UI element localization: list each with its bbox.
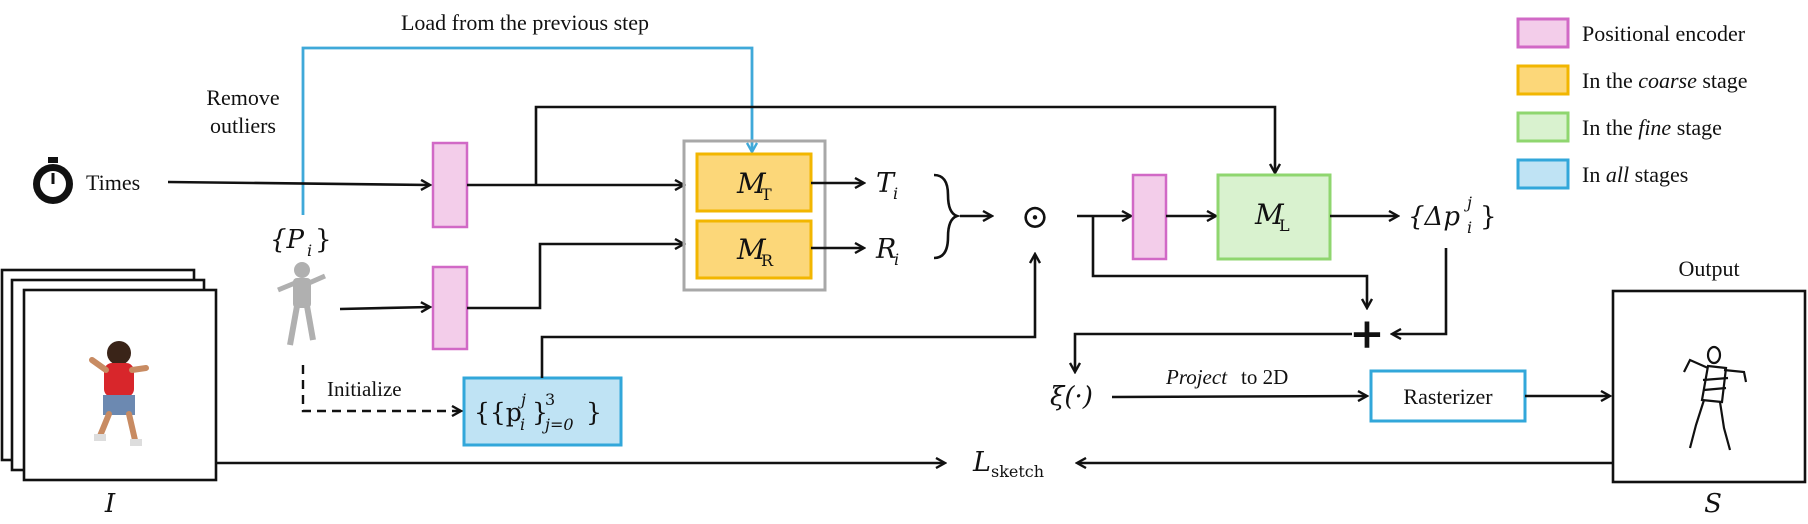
plus-to-xi-connector xyxy=(1075,332,1352,372)
control-points-sub: i xyxy=(520,415,525,434)
output-frame xyxy=(1611,289,1807,484)
input-frames-stack xyxy=(0,268,218,482)
legend-label-0: Positional encoder xyxy=(1582,21,1746,46)
ti-label: T xyxy=(876,168,896,199)
output-symbol: S xyxy=(1704,489,1722,519)
encoder-to-mt-connector xyxy=(467,105,1275,185)
load-previous-step-connector xyxy=(301,46,752,215)
mr-sub: R xyxy=(761,251,774,270)
project-italic: Project xyxy=(1165,365,1228,389)
mr-network-box: M R xyxy=(695,219,813,280)
odot-operator: ⊙ xyxy=(1021,197,1050,237)
legend-swatch-0 xyxy=(1516,17,1570,49)
delta-to-plus-connector xyxy=(1392,248,1448,334)
points-set-label: {P i } xyxy=(270,225,332,260)
output-title: Output xyxy=(1678,256,1739,281)
legend-label-2: In the fine stage xyxy=(1582,115,1722,140)
boy-photo-stack xyxy=(89,341,149,446)
points-close-brace: } xyxy=(315,225,332,255)
stick-figure-sketch xyxy=(1683,345,1748,451)
mt-network-box: M T xyxy=(695,152,813,213)
ti-sub: i xyxy=(893,184,898,203)
rasterizer-label: Rasterizer xyxy=(1403,384,1493,409)
delta-close: } xyxy=(1480,202,1497,232)
control-points-box: {{p j i } 3 j=0 } xyxy=(462,376,623,447)
input-symbol: I xyxy=(104,489,116,519)
plus-operator: + xyxy=(1349,309,1384,358)
legend-swatch-3 xyxy=(1516,158,1570,190)
ml-label: M xyxy=(1254,198,1285,231)
delta-output: {Δp j i } xyxy=(1408,193,1497,237)
delta-sub: i xyxy=(1467,218,1472,237)
legend: Positional encoder In the coarse stage In … xyxy=(1516,17,1748,190)
ri-label: R xyxy=(875,234,896,265)
project-label: Project to 2D xyxy=(1165,365,1288,389)
encoder-to-mr-connector xyxy=(467,244,684,310)
pointcloud-to-encoder-connector xyxy=(339,307,430,309)
project-rest: to 2D xyxy=(1241,365,1288,389)
control-points-to-odot-connector xyxy=(540,254,1035,378)
stopwatch-icon xyxy=(33,157,73,204)
times-to-encoder-connector xyxy=(167,182,430,185)
load-previous-label: Load from the previous step xyxy=(401,10,649,35)
control-points-range-sup: 3 xyxy=(545,390,555,409)
xi-to-rasterizer-connector xyxy=(1111,396,1367,397)
mt-label: M xyxy=(736,167,767,200)
control-points-close: } xyxy=(532,398,548,427)
point-cloud-figure xyxy=(277,262,327,346)
legend-swatch-2 xyxy=(1516,111,1570,143)
control-points-outer-close: } xyxy=(586,398,602,427)
initialize-label: Initialize xyxy=(327,377,402,401)
loss-sub: sketch xyxy=(991,462,1044,481)
legend-label-3: In all stages xyxy=(1582,162,1688,187)
mt-sub: T xyxy=(761,185,772,204)
legend-label-1: In the coarse stage xyxy=(1582,68,1748,93)
ti-output: T i xyxy=(876,168,898,203)
mr-label: M xyxy=(736,233,767,266)
remove-outliers-label-1: Remove xyxy=(206,85,279,110)
delta-sup: j xyxy=(1464,193,1472,212)
points-label: {P xyxy=(270,225,305,255)
coarse-stage-group xyxy=(682,139,827,292)
positional-encoder-fine xyxy=(1131,173,1168,261)
xi-label: ξ(·) xyxy=(1050,382,1093,412)
positional-encoder-points xyxy=(431,265,469,351)
points-sub: i xyxy=(307,241,312,260)
odot-to-encoder-connector xyxy=(1077,216,1367,308)
ml-network-box: M L xyxy=(1216,173,1332,261)
delta-label: {Δp xyxy=(1408,202,1460,232)
control-points-label: {{p xyxy=(474,398,522,427)
initialize-connector xyxy=(301,365,461,411)
times-label: Times xyxy=(86,170,140,195)
sketch-loss: L sketch xyxy=(972,447,1044,481)
ri-sub: i xyxy=(894,250,899,269)
positional-encoder-times xyxy=(431,141,469,229)
legend-swatch-1 xyxy=(1516,64,1570,96)
ml-sub: L xyxy=(1279,216,1290,235)
remove-outliers-label-2: outliers xyxy=(210,113,276,138)
rasterizer-box: Rasterizer xyxy=(1369,369,1527,423)
loss-label: L xyxy=(972,447,991,478)
control-points-sup: j xyxy=(518,390,526,409)
ri-output: R i xyxy=(875,234,899,269)
control-points-range-sub: j=0 xyxy=(542,415,574,434)
tr-brace xyxy=(933,173,962,260)
